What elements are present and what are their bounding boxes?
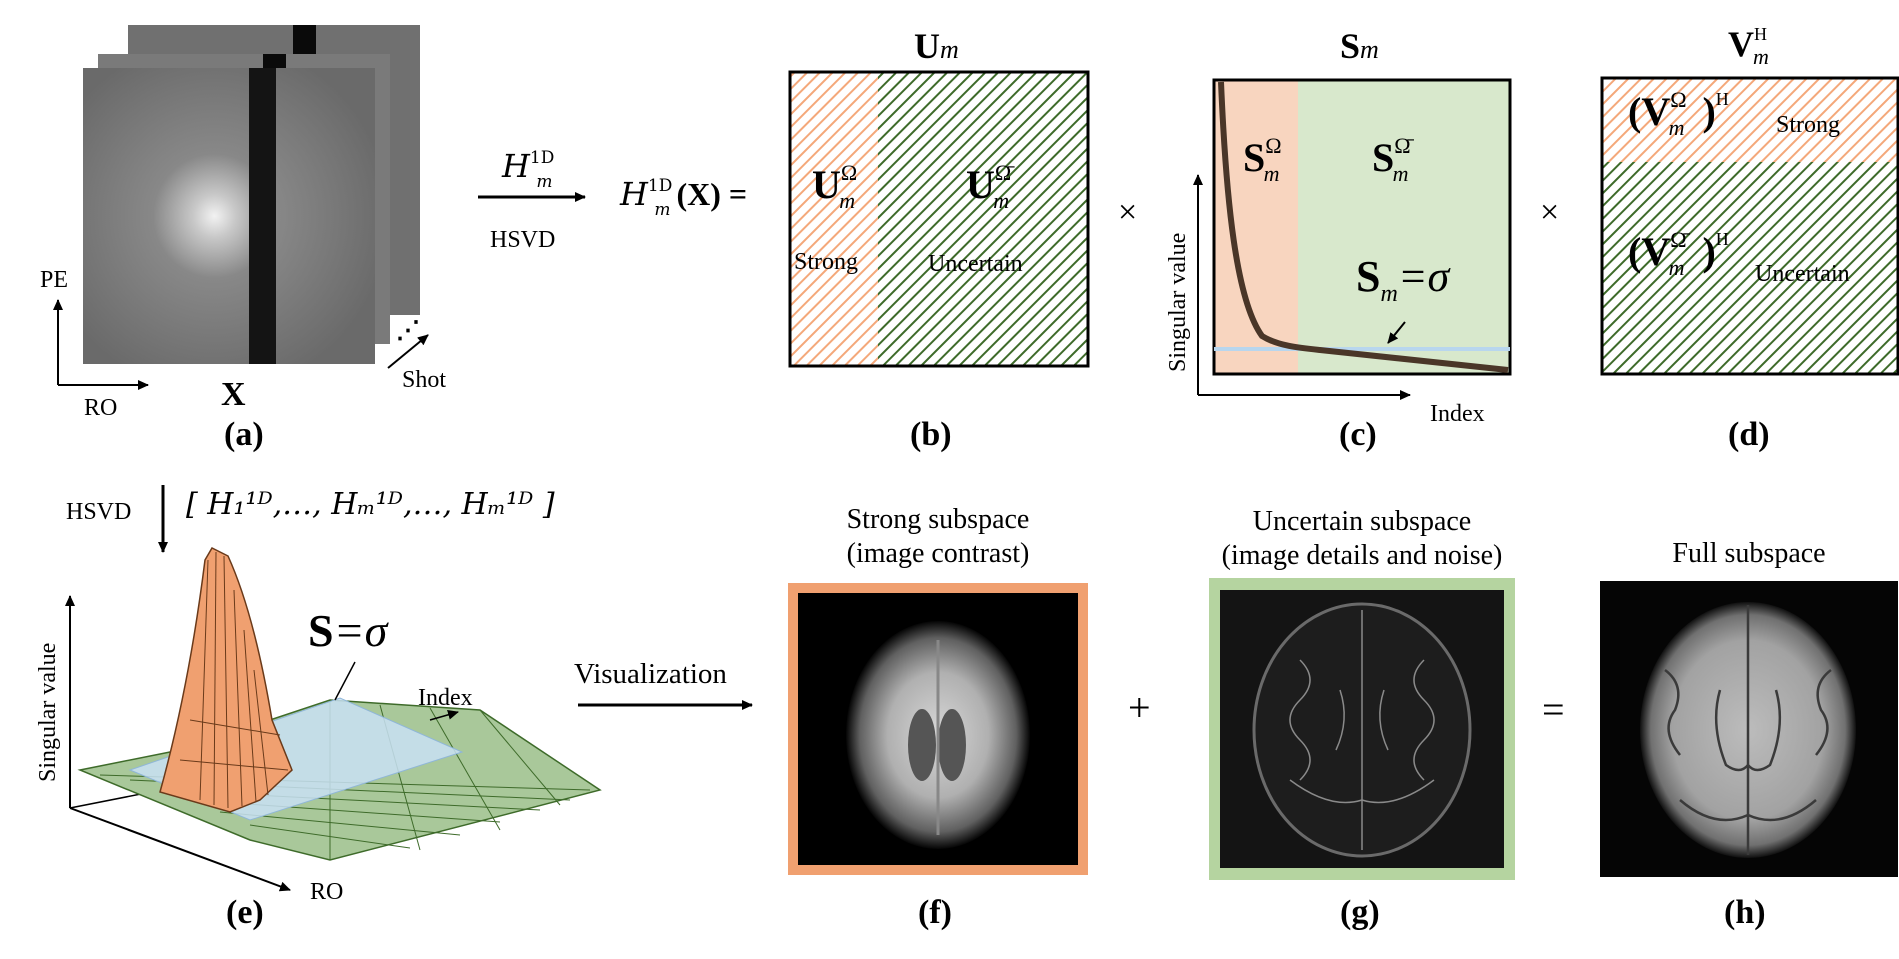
- shot-axis-label: Shot: [402, 367, 447, 393]
- e-threshold-eq: S=σ: [308, 605, 388, 656]
- s-title: Sm: [1340, 26, 1379, 66]
- panel-letter-a: (a): [224, 416, 264, 453]
- f-caption-1: Strong subspace: [846, 504, 1030, 535]
- panel-letter-g: (g): [1340, 894, 1380, 931]
- u-uncertain-label: Uncertain: [928, 251, 1023, 277]
- panel-a-axes: [53, 299, 429, 390]
- panel-g-uncertain-image: [1209, 578, 1515, 880]
- v-strong-label: Strong: [1776, 112, 1841, 138]
- pe-axis-label: PE: [40, 267, 69, 293]
- ro-axis-label: RO: [84, 395, 118, 421]
- hsvd-label-top: HSVD: [490, 227, 556, 253]
- panel-a-kspace-stack: ⋰: [83, 25, 420, 364]
- singular-value-curve: [1218, 81, 1509, 373]
- panel-letter-f: (f): [918, 894, 952, 931]
- v-omega-bar-label: (VΩ̄m)H: [1628, 227, 1729, 280]
- equals-sign: =: [1542, 687, 1565, 732]
- panel-letter-d: (d): [1728, 416, 1770, 453]
- panel-d-v-matrix: [1600, 76, 1899, 376]
- hsvd-label-left: HSVD: [66, 499, 132, 525]
- equation-lhs: H1Dm(X) =: [620, 175, 748, 220]
- v-title: VHm: [1728, 24, 1769, 69]
- g-caption-2: (image details and noise): [1221, 540, 1503, 571]
- panel-h-full-image: [1600, 581, 1898, 877]
- panel-c-s-matrix: [1193, 78, 1512, 400]
- panel-e-surface-plot: [65, 547, 602, 892]
- e-index-axis-label: Index: [418, 685, 473, 711]
- x-matrix-label: X: [221, 376, 246, 413]
- panel-b-u-matrix: [788, 70, 1090, 368]
- times-sign-2: ×: [1540, 194, 1560, 231]
- hankel-operator-top: H1Dm: [502, 147, 555, 192]
- g-caption-1: Uncertain subspace: [1252, 506, 1472, 537]
- u-strong-label: Strong: [794, 249, 859, 275]
- v-omega-label: (VΩm)H: [1628, 87, 1729, 140]
- u-title: Um: [914, 26, 959, 66]
- panel-letter-b: (b): [910, 416, 952, 453]
- panel-f-strong-image: [788, 583, 1088, 875]
- plus-sign: +: [1128, 685, 1151, 730]
- s-threshold-eq: Sm=σ: [1356, 252, 1450, 307]
- e-y-axis-label: Singular value: [35, 642, 61, 782]
- u-omega-bar-label: UΩ̄m: [966, 160, 1012, 213]
- panel-letter-e: (e): [226, 894, 264, 931]
- visualization-label: Visualization: [574, 658, 727, 690]
- hankel-operator-list: [ H₁¹ᴰ,…, Hₘ¹ᴰ,…, Hₘ¹ᴰ ]: [186, 487, 555, 522]
- u-omega-label: UΩm: [812, 160, 858, 213]
- s-omega-label: SΩm: [1243, 133, 1282, 186]
- s-omega-bar-label: SΩ̄m: [1372, 133, 1411, 186]
- ellipsis-dots: ⋰: [396, 318, 420, 344]
- h-caption-1: Full subspace: [1672, 538, 1826, 569]
- panel-letter-c: (c): [1339, 416, 1377, 453]
- panel-letter-h: (h): [1724, 894, 1766, 931]
- f-caption-2: (image contrast): [846, 538, 1030, 569]
- c-y-axis-label: Singular value: [1165, 232, 1191, 372]
- c-x-axis-label: Index: [1430, 401, 1485, 427]
- v-uncertain-label: Uncertain: [1755, 261, 1850, 287]
- e-ro-axis-label: RO: [310, 879, 344, 905]
- times-sign-1: ×: [1118, 194, 1138, 231]
